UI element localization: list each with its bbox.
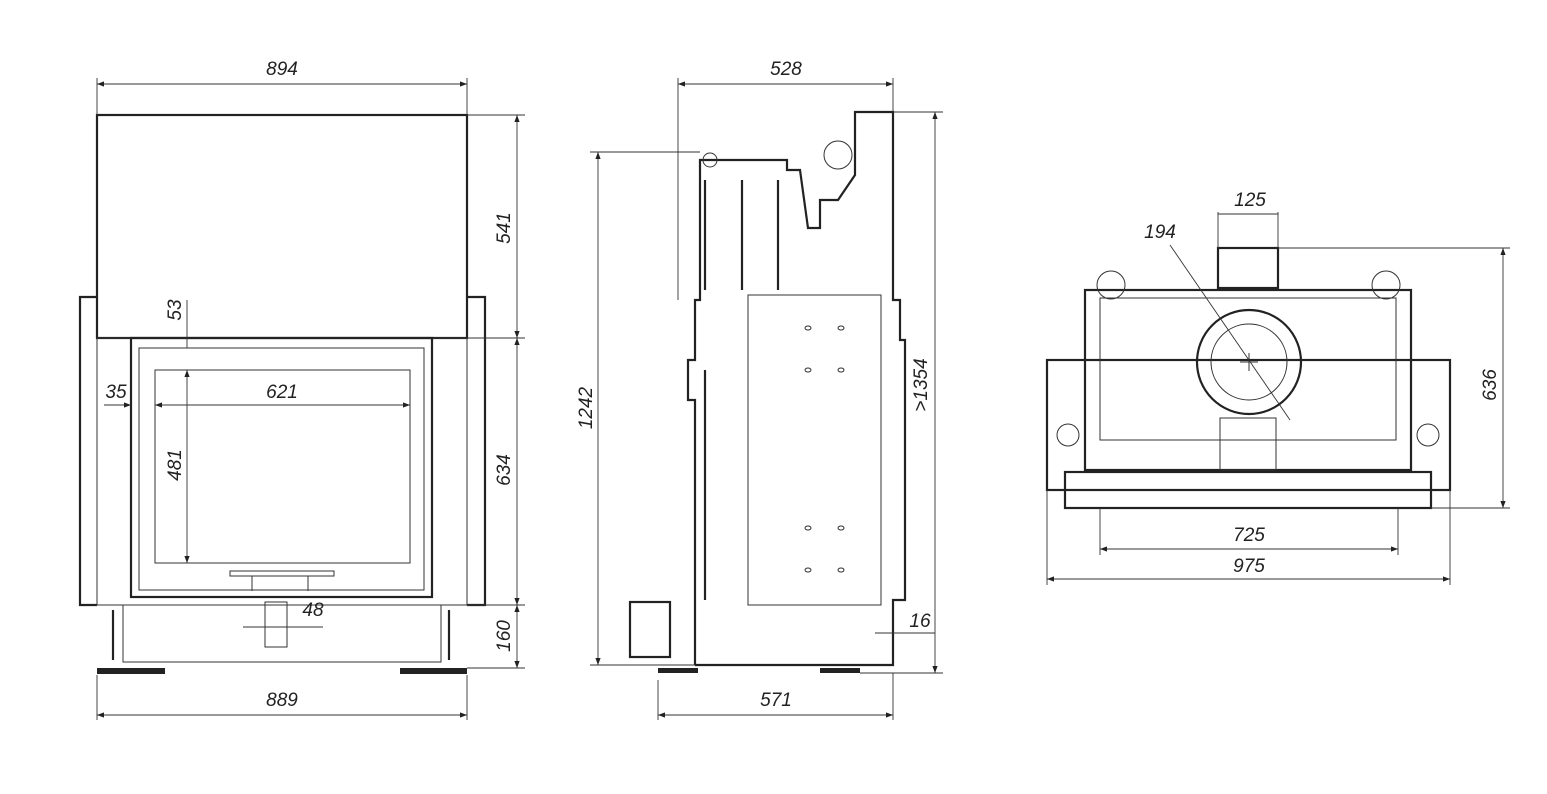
side-panel [747,294,882,606]
front-frame [1063,470,1433,510]
top-body [1083,288,1413,472]
front-view: 894 541 634 160 53 481 35 621 48 889 [78,59,525,720]
dim-glass-width: 621 [266,382,298,403]
dim-collar-diameter: 194 [1144,222,1176,243]
air-inlet-pipe [628,600,672,659]
flue-outlet [1216,246,1280,290]
dim-depth: 636 [1480,369,1501,401]
dim-body-height: 634 [494,454,515,486]
base-box [122,604,442,663]
left-foot [97,668,165,674]
top-view: 125 194 636 725 975 [1045,190,1510,585]
side-view: 528 1242 >1354 16 571 [576,59,943,720]
dim-overall-width: 975 [1233,556,1265,577]
dim-offset: 16 [909,611,931,632]
dim-glass-height: 481 [165,449,186,481]
dim-inner-width: 725 [1233,525,1265,546]
dim-base-width: 889 [266,690,298,711]
flue-collar [1195,308,1303,416]
right-flange [467,295,487,607]
dim-outlet-width: 48 [302,600,324,621]
door-handle [229,570,335,577]
dim-height: 1242 [576,386,597,429]
dim-side-offset: 35 [105,382,127,403]
dim-total-height: >1354 [911,358,932,411]
upper-hood [95,113,469,340]
dim-upper-height: 541 [494,212,515,244]
side-body-outline [686,110,907,667]
left-flange [78,295,97,607]
dim-depth-top: 528 [770,59,802,80]
dim-door-offset-top: 53 [165,299,186,321]
dim-base-height: 160 [494,620,515,652]
right-foot [400,668,467,674]
door-frame [129,336,434,599]
dim-overall-width-top: 894 [266,59,298,80]
fan-icon [823,140,853,170]
body-frame [96,337,468,606]
air-inlet [264,601,288,648]
dim-flue-diameter: 125 [1234,190,1266,211]
glass-pane [154,369,411,564]
dim-depth-bottom: 571 [760,690,792,711]
